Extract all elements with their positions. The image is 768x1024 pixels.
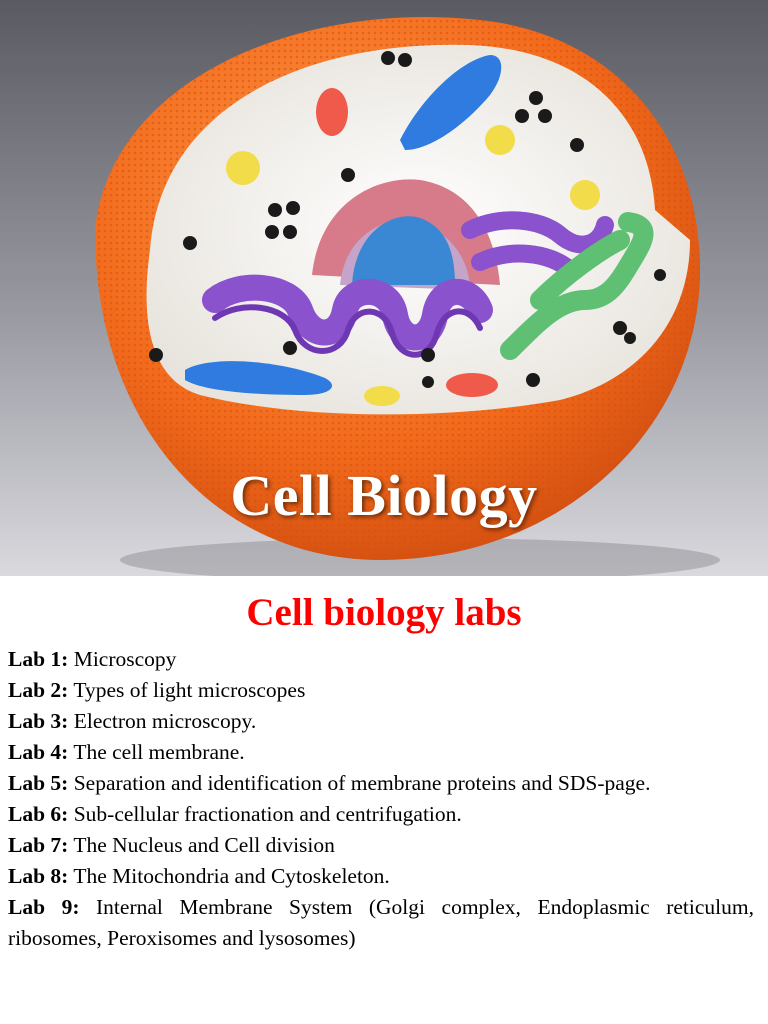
lab-label: Lab 9: [8,895,80,919]
list-item: Lab 6: Sub-cellular fractionation and ce… [8,799,754,830]
lab-label: Lab 4: [8,740,69,764]
labs-section: Cell biology labs Lab 1: Microscopy Lab … [0,576,768,1024]
list-item: Lab 8: The Mitochondria and Cytoskeleton… [8,861,754,892]
lab-list: Lab 1: Microscopy Lab 2: Types of light … [0,644,768,954]
cover-image: Cell Biology [0,0,768,576]
lab-text: Types of light microscopes [73,678,306,702]
lab-label: Lab 3: [8,709,69,733]
lab-label: Lab 5: [8,771,69,795]
list-item: Lab 3: Electron microscopy. [8,706,754,737]
list-item: Lab 7: The Nucleus and Cell division [8,830,754,861]
lab-label: Lab 8: [8,864,69,888]
list-item: Lab 9: Internal Membrane System (Golgi c… [8,892,754,954]
labs-title: Cell biology labs [246,591,522,634]
lab-label: Lab 6: [8,802,69,826]
cover-title: Cell Biology [230,463,538,528]
list-item: Lab 1: Microscopy [8,644,754,675]
lab-text: Sub-cellular fractionation and centrifug… [73,802,462,826]
lab-text: The Nucleus and Cell division [73,833,335,857]
lab-text: The Mitochondria and Cytoskeleton. [73,864,390,888]
lab-text: The cell membrane. [73,740,245,764]
list-item: Lab 4: The cell membrane. [8,737,754,768]
list-item: Lab 5: Separation and identification of … [8,768,754,799]
lab-label: Lab 1: [8,647,69,671]
lab-label: Lab 2: [8,678,69,702]
lab-label: Lab 7: [8,833,69,857]
lab-text: Electron microscopy. [73,709,257,733]
list-item: Lab 2: Types of light microscopes [8,675,754,706]
lab-text: Separation and identification of membran… [73,771,651,795]
lab-text: Microscopy [73,647,177,671]
lab-text: Internal Membrane System (Golgi complex,… [8,895,754,950]
animal-cell-model-icon [0,0,768,576]
